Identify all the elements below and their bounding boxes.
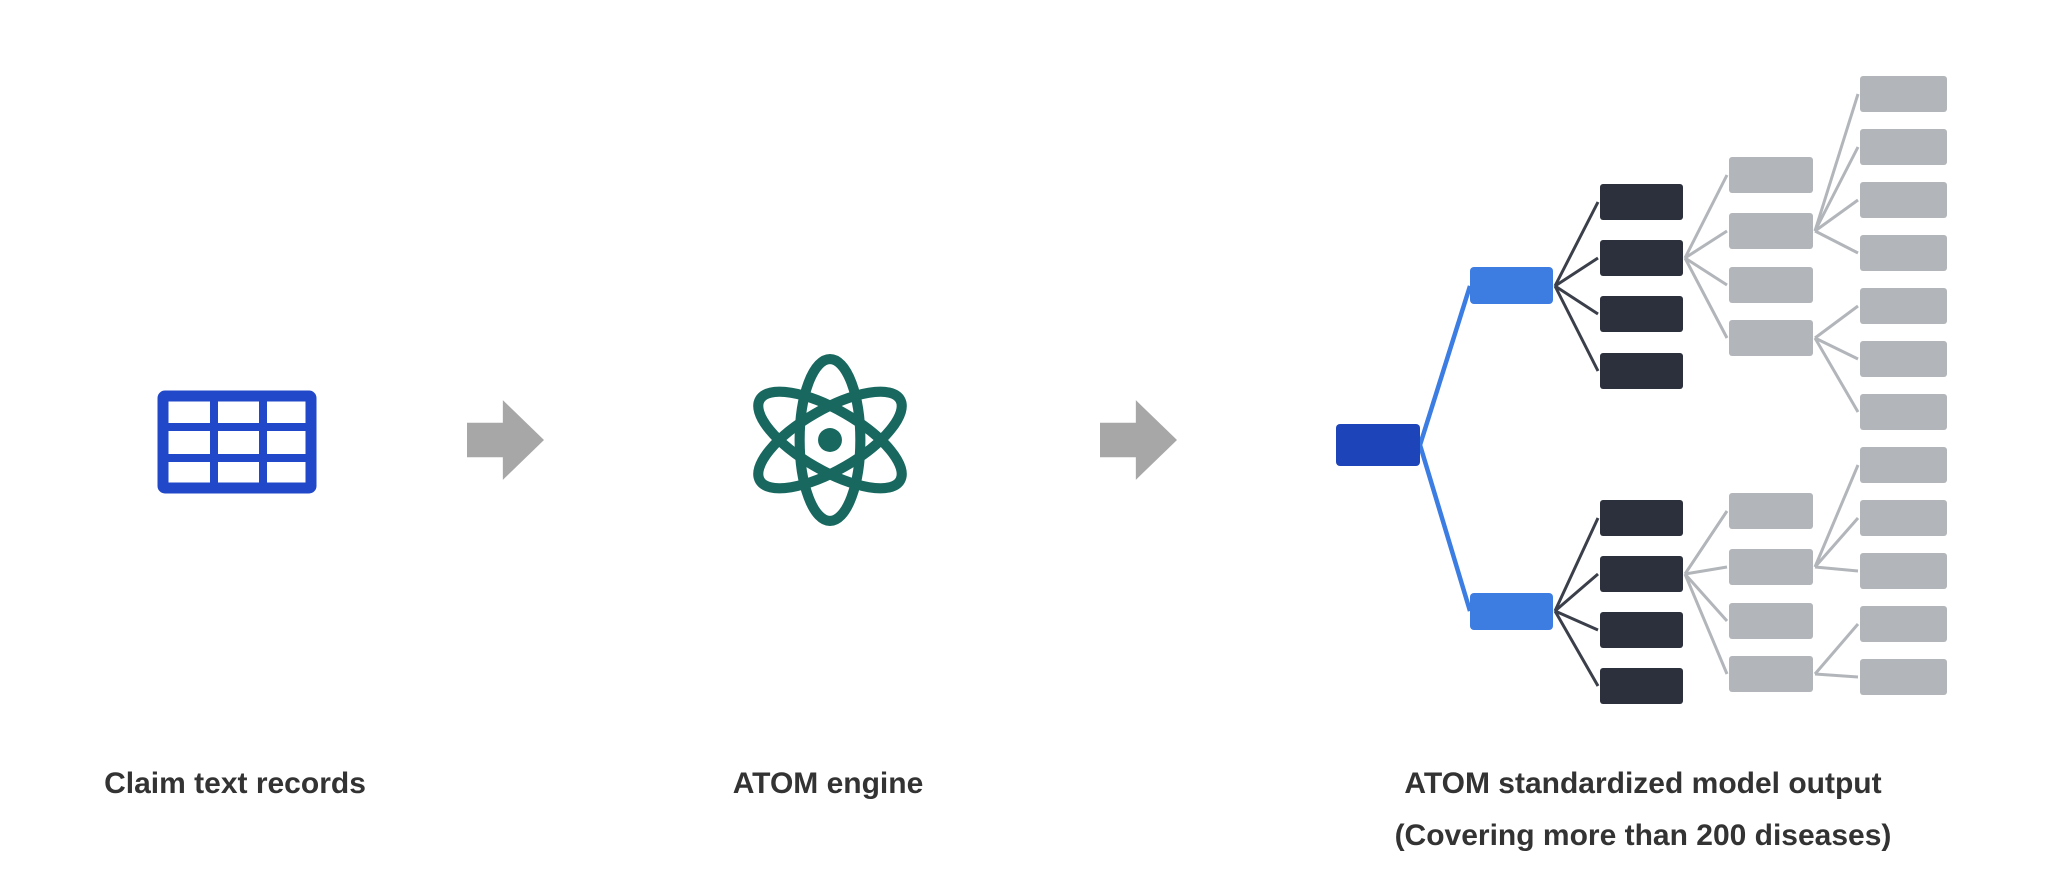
arrow-right-shape xyxy=(1100,400,1177,480)
tree-diagram xyxy=(1336,76,1947,704)
tree-node xyxy=(1600,612,1683,648)
tree-node xyxy=(1860,129,1947,165)
atom-nucleus xyxy=(818,428,842,452)
tree-node xyxy=(1600,296,1683,332)
arrow-right-icon xyxy=(1100,400,1177,480)
tree-links-level3 xyxy=(1683,174,1729,675)
tree-node xyxy=(1729,267,1813,303)
arrow-right-shape xyxy=(467,400,544,480)
tree-node xyxy=(1860,659,1947,695)
tree-node xyxy=(1860,553,1947,589)
tree-level2-nodes xyxy=(1470,267,1553,630)
tree-node xyxy=(1470,267,1553,304)
tree-node xyxy=(1860,341,1947,377)
tree-node xyxy=(1860,606,1947,642)
claim-records-icon-wrap xyxy=(157,390,317,494)
tree-links-level2 xyxy=(1553,201,1600,687)
flow-arrow-2-wrap xyxy=(1100,400,1177,480)
tree-level4-nodes xyxy=(1729,157,1813,692)
atom-engine-label: ATOM engine xyxy=(732,767,924,800)
tree-node xyxy=(1729,656,1813,692)
output-tree-wrap xyxy=(1330,50,1970,710)
tree-node xyxy=(1470,593,1553,630)
table-icon xyxy=(157,390,317,494)
arrow-right-icon xyxy=(467,400,544,480)
model-output-label: ATOM standardized model output xyxy=(1404,767,1882,800)
tree-node xyxy=(1729,603,1813,639)
tree-node xyxy=(1600,668,1683,704)
table-icon-frame xyxy=(157,390,317,494)
atom-orbit xyxy=(753,386,907,494)
tree-node xyxy=(1860,447,1947,483)
tree-node xyxy=(1600,240,1683,276)
tree-node xyxy=(1600,556,1683,592)
tree-node xyxy=(1860,76,1947,112)
model-output-sublabel: (Covering more than 200 diseases) xyxy=(1394,819,1892,852)
tree-node xyxy=(1860,235,1947,271)
tree-links-level4 xyxy=(1813,93,1860,679)
atom-engine-icon-wrap xyxy=(738,342,922,538)
flow-arrow-1-wrap xyxy=(467,400,544,480)
tree-node xyxy=(1729,493,1813,529)
tree-node xyxy=(1729,213,1813,249)
tree-node xyxy=(1600,500,1683,536)
tree-node xyxy=(1860,288,1947,324)
tree-node xyxy=(1860,500,1947,536)
tree-level3-nodes xyxy=(1600,184,1683,704)
atom-orbit xyxy=(794,353,866,527)
claim-records-label: Claim text records xyxy=(104,767,366,800)
tree-node xyxy=(1600,353,1683,389)
tree-node xyxy=(1729,157,1813,193)
atom-orbit xyxy=(753,386,907,494)
tree-links-root xyxy=(1417,285,1473,612)
tree-node-root xyxy=(1336,424,1420,466)
tree-level5-nodes xyxy=(1860,76,1947,695)
atom-icon xyxy=(753,353,907,527)
tree-node xyxy=(1729,320,1813,356)
tree-node xyxy=(1860,182,1947,218)
tree-node xyxy=(1600,184,1683,220)
tree-node xyxy=(1860,394,1947,430)
tree-node xyxy=(1729,549,1813,585)
